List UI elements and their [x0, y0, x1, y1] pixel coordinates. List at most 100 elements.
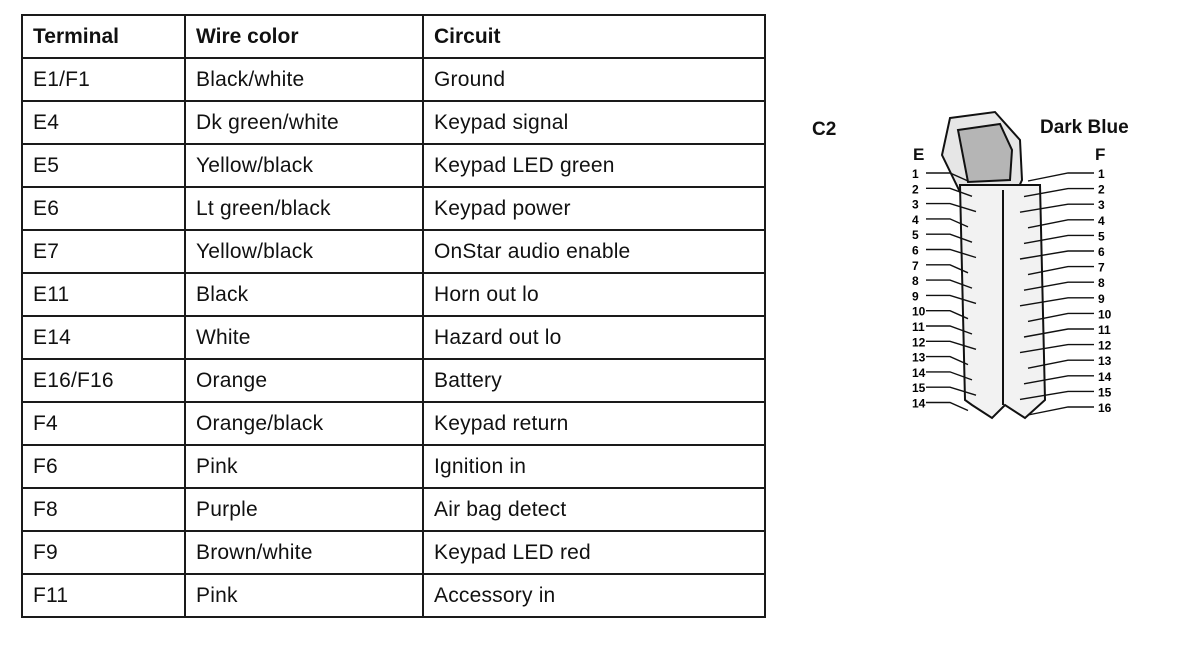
header-terminal: Terminal: [21, 14, 186, 59]
pin-label-e: 14: [912, 366, 926, 380]
pin-label-e: 6: [912, 244, 919, 258]
pin-label-e: 7: [912, 259, 919, 273]
pin-line-e: [926, 248, 977, 259]
cell-circuit: Air bag detect: [422, 487, 766, 532]
cell-terminal: E5: [21, 143, 186, 188]
pin-line-e: [926, 325, 973, 335]
pin-line-e: [926, 264, 969, 274]
pin-label-f: 4: [1098, 214, 1105, 228]
cell-circuit: Keypad power: [422, 186, 766, 231]
cell-wire-color: Purple: [184, 487, 424, 532]
pin-label-f: 10: [1098, 307, 1112, 321]
cell-terminal: E1/F1: [21, 57, 186, 102]
pin-line-f: [1019, 343, 1094, 354]
cell-wire-color: Pink: [184, 573, 424, 618]
side-label-e: E: [913, 145, 924, 164]
connector-color: Dark Blue: [1040, 117, 1129, 138]
pin-label-e: 11: [912, 320, 925, 334]
pin-line-f: [1027, 219, 1094, 229]
pin-label-e: 10: [912, 305, 926, 319]
cell-terminal: F4: [21, 401, 186, 446]
pin-line-e: [926, 187, 973, 197]
pin-line-e: [926, 233, 973, 243]
pin-label-f: 15: [1098, 385, 1112, 399]
side-label-f: F: [1095, 145, 1105, 164]
cell-wire-color: Black: [184, 272, 424, 317]
cell-circuit: Hazard out lo: [422, 315, 766, 360]
pin-line-f: [1027, 359, 1094, 369]
pin-label-f: 9: [1098, 292, 1105, 306]
cell-circuit: Ground: [422, 57, 766, 102]
pin-label-e: 3: [912, 198, 919, 212]
pin-label-f: 7: [1098, 261, 1105, 275]
pin-label-e: 12: [912, 335, 926, 349]
cell-wire-color: Dk green/white: [184, 100, 424, 145]
pin-label-e: 5: [912, 228, 919, 242]
cell-circuit: Keypad return: [422, 401, 766, 446]
pin-line-e: [926, 218, 969, 228]
pin-label-e: 14: [912, 397, 926, 411]
pin-label-f: 16: [1098, 401, 1112, 415]
pin-line-f: [1023, 328, 1094, 338]
pin-label-f: 14: [1098, 370, 1112, 384]
connector-id: C2: [812, 119, 836, 140]
cell-wire-color: Lt green/black: [184, 186, 424, 231]
pin-label-f: 11: [1098, 323, 1111, 337]
cell-circuit: Accessory in: [422, 573, 766, 618]
pin-label-e: 2: [912, 182, 919, 196]
pin-line-f: [1027, 172, 1094, 182]
pin-line-e: [926, 386, 977, 396]
pin-line-f: [1019, 203, 1094, 213]
header-circuit: Circuit: [422, 14, 766, 59]
pin-line-f: [1023, 187, 1094, 198]
pin-line-f: [1027, 406, 1094, 416]
header-wire-color: Wire color: [184, 14, 424, 59]
pin-label-f: 3: [1098, 198, 1105, 212]
pin-line-e: [926, 279, 973, 289]
pin-label-e: 4: [912, 213, 919, 227]
pin-label-e: 8: [912, 274, 919, 288]
pin-line-f: [1023, 281, 1094, 291]
pin-line-e: [926, 310, 969, 320]
cell-circuit: Ignition in: [422, 444, 766, 489]
pin-label-e: 15: [912, 381, 926, 395]
pin-line-f: [1027, 312, 1094, 323]
pin-line-e: [926, 172, 969, 182]
cell-wire-color: Orange: [184, 358, 424, 403]
cell-circuit: Battery: [422, 358, 766, 403]
cell-terminal: F11: [21, 573, 186, 618]
cell-wire-color: Pink: [184, 444, 424, 489]
pin-label-f: 8: [1098, 276, 1105, 290]
pin-line-e: [926, 371, 973, 381]
pin-line-e: [926, 340, 977, 350]
cell-wire-color: Yellow/black: [184, 143, 424, 188]
cell-terminal: F9: [21, 530, 186, 575]
cell-terminal: E6: [21, 186, 186, 231]
pin-label-f: 1: [1098, 167, 1105, 181]
cell-terminal: E11: [21, 272, 186, 317]
pin-line-f: [1023, 375, 1094, 385]
cell-circuit: Keypad LED green: [422, 143, 766, 188]
cell-wire-color: Yellow/black: [184, 229, 424, 274]
pin-line-f: [1023, 234, 1094, 245]
pin-line-e: [926, 355, 969, 366]
pin-label-f: 6: [1098, 245, 1105, 259]
cell-terminal: E4: [21, 100, 186, 145]
cell-wire-color: Brown/white: [184, 530, 424, 575]
cell-circuit: Keypad signal: [422, 100, 766, 145]
cell-circuit: Horn out lo: [422, 272, 766, 317]
